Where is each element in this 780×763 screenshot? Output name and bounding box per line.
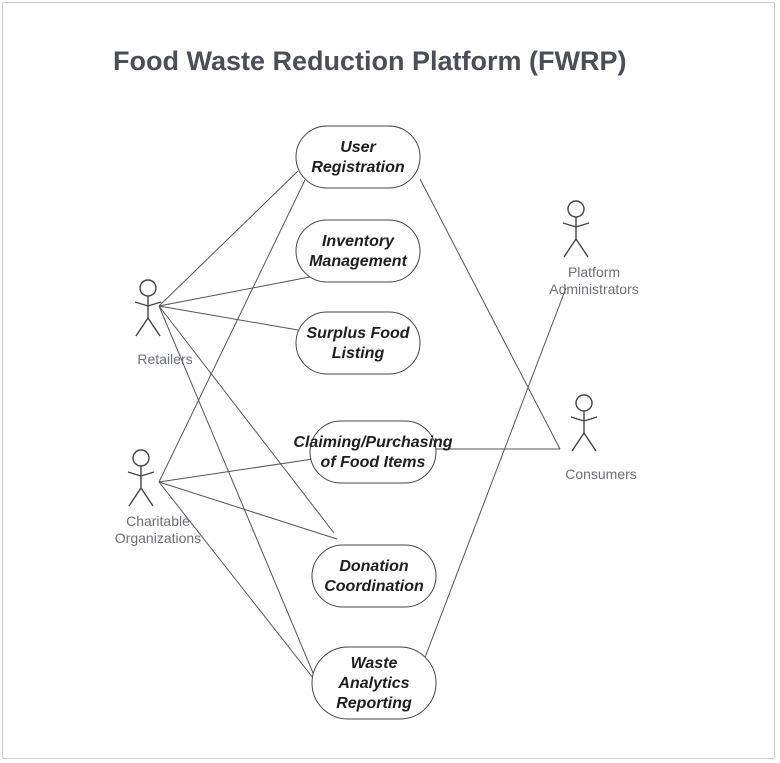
use-case-shape (295, 125, 421, 189)
actor-label: Charitable (126, 513, 190, 529)
association-retailers-to-user-registration (158, 170, 299, 307)
stick-figure-icon (570, 394, 598, 452)
actor-label: Administrators (549, 281, 638, 297)
association-platform-administrators-to-waste-analytics-reporting (420, 287, 567, 669)
use-case-label: Registration (311, 159, 405, 176)
association-charitable-organizations-to-donation-coordination (158, 481, 338, 540)
use-case-shape (309, 420, 437, 484)
stick-figure-icon (134, 279, 162, 337)
use-case-shape (311, 544, 437, 608)
association-charitable-organizations-to-waste-analytics-reporting (158, 481, 318, 684)
associations-layer (158, 170, 567, 684)
diagram-title: Food Waste Reduction Platform (FWRP) (113, 46, 626, 76)
use-case-shape (295, 219, 421, 283)
use-case-label: User (340, 139, 376, 156)
actor-label: Organizations (115, 530, 201, 546)
association-charitable-organizations-to-claiming-purchasing (158, 458, 314, 483)
association-charitable-organizations-to-user-registration (158, 179, 306, 483)
use-case-label: Reporting (336, 695, 412, 712)
use-case-claiming-purchasing[interactable]: Claiming/Purchasing of Food Items (293, 420, 453, 484)
use-case-label: Donation (339, 558, 409, 575)
association-retailers-to-inventory-management (158, 274, 321, 307)
use-case-label: Analytics (337, 675, 409, 692)
use-case-label: Inventory (322, 233, 395, 250)
use-case-label: Management (309, 253, 407, 270)
actor-label: Platform (568, 264, 620, 280)
use-case-shape (311, 646, 437, 720)
actor-label: Retailers (137, 351, 192, 367)
association-retailers-to-waste-analytics-reporting (158, 305, 317, 681)
actor-consumers[interactable]: Consumers (565, 394, 637, 482)
association-retailers-to-surplus-food-listing (158, 305, 299, 331)
association-consumers-to-user-registration (419, 178, 561, 450)
use-case-label: Claiming/Purchasing (293, 434, 452, 451)
stick-figure-icon (562, 200, 590, 258)
association-retailers-to-donation-coordination (158, 305, 335, 534)
actor-retailers[interactable]: Retailers (134, 279, 193, 367)
use-cases-layer: UserRegistrationInventoryManagementSurpl… (293, 125, 453, 720)
use-case-label: Waste (351, 655, 398, 672)
use-case-label: Coordination (324, 578, 424, 595)
actor-label: Consumers (565, 466, 637, 482)
use-case-label: Surplus Food (306, 325, 410, 342)
use-case-shape (295, 311, 421, 375)
use-case-label: of Food Items (321, 454, 426, 471)
use-case-label: Listing (332, 345, 385, 362)
stick-figure-icon (127, 449, 155, 507)
